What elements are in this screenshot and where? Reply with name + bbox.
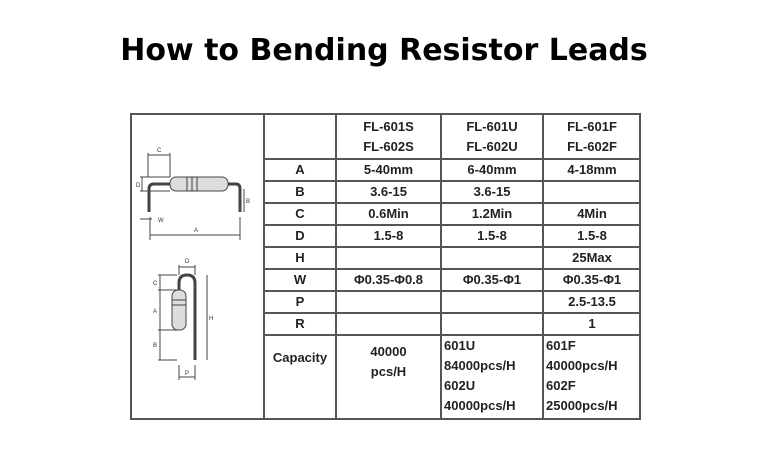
model-name: FL-601U [466,118,518,134]
table-cell [440,312,544,336]
table-cell: Φ0.35-Φ0.8 [335,268,442,292]
table-cell [335,246,442,270]
diagram-label-p: P [185,371,189,377]
capacity-model: 602U [444,378,476,393]
table-cell: Φ0.35-Φ1 [542,268,640,292]
header-cell: FL-601S FL-602S [335,115,442,160]
table-cell: 1.2Min [440,202,544,226]
table-cell: 2.5-13.5 [542,290,640,314]
row-label: H [263,246,337,270]
table-row: P 2.5-13.5 [263,290,640,314]
row-label: C [263,202,337,226]
model-name: FL-601S [363,118,414,134]
resistor-bending-diagram: C D W A B D C A H B P [132,115,265,418]
table-cell: 1.5-8 [542,224,640,248]
table-row: H 25Max [263,246,640,270]
model-name: FL-602S [363,138,414,154]
capacity-unit: pcs/H [370,364,407,379]
capacity-cell: 601U 84000pcs/H 602U 40000pcs/H [440,334,544,418]
row-label: P [263,290,337,314]
capacity-value: 40000pcs/H [444,398,516,413]
table-cell [335,290,442,314]
spec-table-frame: C D W A B D C A H B P FL-601 [130,113,641,420]
capacity-cell: 40000 pcs/H [335,334,442,418]
table-cell: 1.5-8 [440,224,544,248]
model-name: FL-601F [567,118,617,134]
capacity-value: 25000pcs/H [546,398,618,413]
capacity-row: Capacity 40000 pcs/H 601U 84000pcs/H 602U 40… [263,334,640,418]
table-cell: 0.6Min [335,202,442,226]
diagram-label-a-vertical: A [153,309,157,315]
table-cell: 3.6-15 [335,180,442,204]
table-cell [440,290,544,314]
diagram-label-a: A [194,228,198,234]
row-label: D [263,224,337,248]
model-name: FL-602F [567,138,617,154]
vertical-bent-resistor [158,265,208,380]
horizontal-bent-resistor [140,153,245,240]
table-cell: Φ0.35-Φ1 [440,268,544,292]
header-cell: FL-601U FL-602U [440,115,544,160]
table-cell: 4-18mm [542,158,640,182]
capacity-cell: 601F 40000pcs/H 602F 25000pcs/H [542,334,640,418]
diagram-label-c: C [157,148,162,154]
capacity-model: 602F [546,378,576,393]
diagram-label-b: B [246,199,250,205]
table-cell [335,312,442,336]
capacity-label: Capacity [263,334,337,418]
page-title: How to Bending Resistor Leads [120,33,648,68]
diagram-label-w: W [158,218,164,224]
table-cell: 25Max [542,246,640,270]
table-cell: 3.6-15 [440,180,544,204]
diagram-label-d-vertical: D [185,259,190,265]
diagram-label-b-vertical: B [153,343,157,349]
row-label: A [263,158,337,182]
diagram-label-h: H [209,316,213,322]
row-label: W [263,268,337,292]
diagram-label-c-vertical: C [153,281,158,287]
table-cell: 1.5-8 [335,224,442,248]
table-cell [542,180,640,204]
model-name: FL-602U [466,138,518,154]
table-cell: 1 [542,312,640,336]
table-cell: 5-40mm [335,158,442,182]
header-cell: FL-601F FL-602F [542,115,640,160]
row-label: R [263,312,337,336]
header-empty-cell [263,115,337,160]
capacity-model: 601F [546,338,576,353]
row-label: B [263,180,337,204]
resistor-diagram-svg: C D W A B D C A H B P [136,148,250,380]
capacity-model: 601U [444,338,476,353]
table-cell [440,246,544,270]
table-cell: 6-40mm [440,158,544,182]
table-cell: 4Min [542,202,640,226]
diagram-label-d: D [136,183,141,189]
capacity-value: 84000pcs/H [444,358,516,373]
capacity-value: 40000pcs/H [546,358,618,373]
capacity-value: 40000 [370,344,407,359]
